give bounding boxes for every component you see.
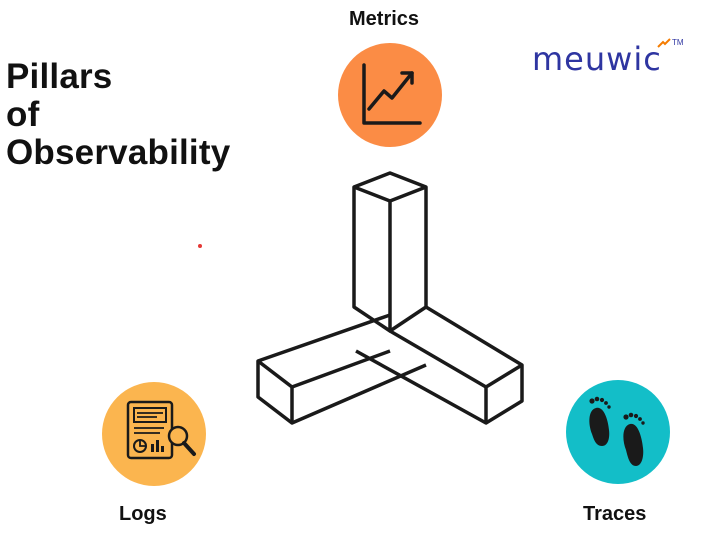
- logs-label: Logs: [119, 503, 167, 525]
- spark-icon: [657, 38, 671, 48]
- traces-label: Traces: [583, 503, 647, 525]
- title-line-1: Pillars: [6, 57, 113, 96]
- footprints-icon: [589, 396, 645, 466]
- traces-circle: [566, 380, 670, 484]
- logs-circle: [102, 382, 206, 486]
- trend-chart-icon: [362, 63, 422, 125]
- brand-name: meuwic: [532, 40, 662, 78]
- title-line-2: of: [6, 95, 40, 134]
- accent-dot: [198, 244, 202, 248]
- brand-trademark: TM: [672, 38, 684, 47]
- report-magnifier-icon: [126, 400, 196, 460]
- metrics-circle: [338, 43, 442, 147]
- page-title: Pillars of Observability: [6, 58, 230, 172]
- brand-logo: meuwic TM: [532, 38, 684, 78]
- metrics-label: Metrics: [349, 8, 420, 30]
- pillars-3d-diagram: [256, 171, 524, 425]
- title-line-3: Observability: [6, 133, 231, 172]
